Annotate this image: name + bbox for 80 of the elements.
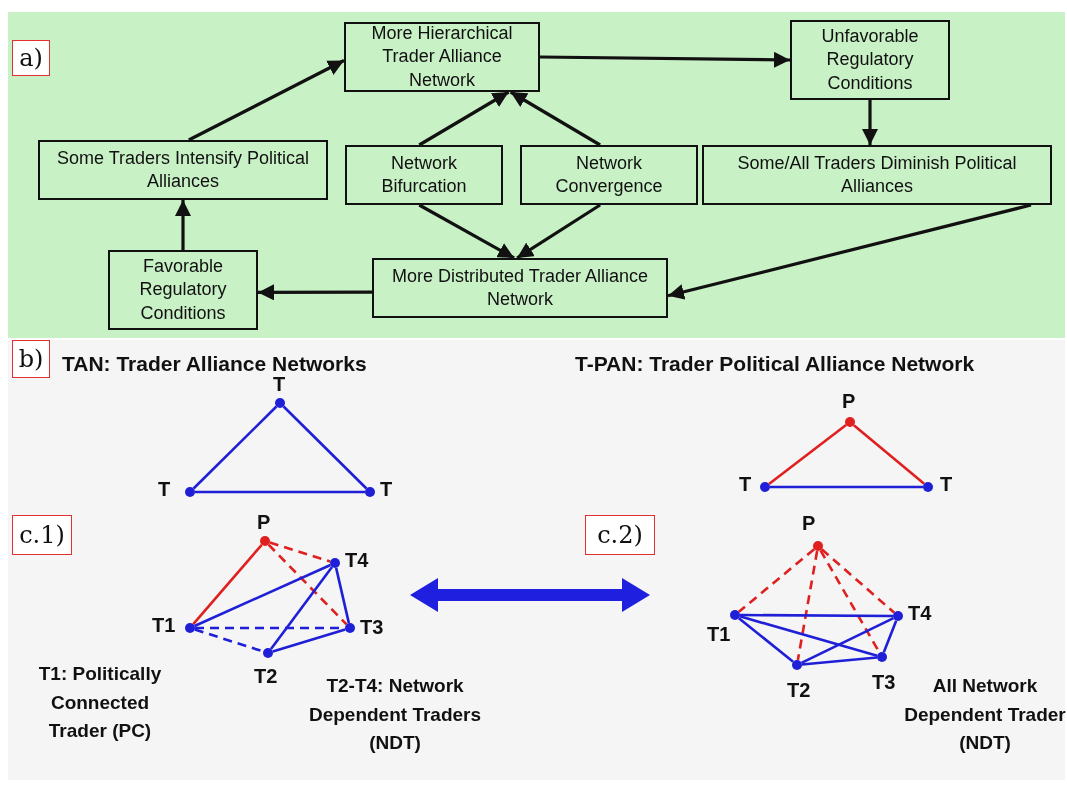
process-box: Unfavorable Regulatory Conditions: [790, 20, 950, 100]
arrow: [516, 203, 601, 260]
node-dot: [365, 487, 375, 497]
connector-line: [882, 620, 898, 653]
node-letter: T3: [872, 671, 896, 694]
node-letter: P: [842, 390, 856, 413]
arrow: [418, 90, 510, 147]
arrow: [539, 51, 791, 68]
connector-line: [195, 490, 365, 494]
panel-label: c.1): [12, 515, 72, 555]
node-dot: [792, 660, 802, 670]
node-dot: [893, 611, 903, 621]
caption-text: T1: Politically Connected Trader (PC): [37, 662, 163, 743]
node-dot: [263, 648, 273, 658]
connector-line: [740, 613, 893, 618]
panel-label: a): [12, 40, 50, 76]
connector-line: [800, 617, 895, 664]
caption-text: T2-T4: Network Dependent Traders (NDT): [307, 674, 483, 755]
arrow: [667, 203, 1032, 300]
connector-line: [739, 615, 878, 657]
node-letter: T: [739, 473, 752, 496]
arrow: [175, 200, 191, 250]
process-box: Some Traders Intensify Political Alliances: [38, 140, 328, 200]
section-heading: T-PAN: Trader Political Alliance Network: [575, 351, 976, 377]
node-letter: T: [158, 478, 171, 501]
connector-line: [192, 543, 263, 626]
node-dot: [877, 652, 887, 662]
node-dot: [185, 487, 195, 497]
connector-line: [768, 424, 847, 485]
process-box: More Hierarchical Trader Alliance Network: [344, 22, 540, 92]
node-dot: [845, 417, 855, 427]
node-letter: T4: [345, 549, 369, 572]
node-letter: T: [940, 473, 953, 496]
connector-line: [738, 617, 794, 663]
process-box: More Distributed Trader Alliance Network: [372, 258, 668, 318]
node-letter: T1: [152, 614, 176, 637]
connector-line: [269, 541, 331, 563]
process-box: Some/All Traders Diminish Political Alliances: [702, 145, 1052, 205]
node-letter: P: [257, 511, 271, 534]
node-letter: T: [380, 478, 393, 501]
arrow: [258, 284, 372, 301]
connector-line: [853, 424, 925, 485]
connector-line: [272, 628, 346, 653]
connector-line: [820, 548, 896, 614]
connector-line: [194, 628, 264, 653]
arrow: [188, 59, 345, 142]
connector-line: [267, 543, 348, 626]
node-letter: P: [802, 512, 816, 535]
connector-line: [770, 485, 923, 489]
node-dot: [730, 610, 740, 620]
node-letter: T2: [787, 679, 811, 702]
node-letter: T1: [707, 623, 731, 646]
arrow: [862, 100, 878, 145]
node-dot: [275, 398, 285, 408]
node-dot: [923, 482, 933, 492]
node-letter: T3: [360, 616, 384, 639]
connector-line: [282, 405, 368, 490]
node-letter: T4: [908, 602, 932, 625]
process-box: Network Bifurcation: [345, 145, 503, 205]
node-letter: T2: [254, 665, 278, 688]
node-dot: [330, 558, 340, 568]
arrow: [418, 203, 515, 260]
caption-text: All Network Dependent Trader (NDT): [903, 674, 1067, 755]
node-dot: [260, 536, 270, 546]
process-box: Favorable Regulatory Conditions: [108, 250, 258, 330]
connector-line: [334, 567, 351, 624]
connector-line: [192, 405, 278, 490]
connector-line: [796, 550, 819, 661]
node-dot: [345, 623, 355, 633]
connector-line: [269, 566, 334, 650]
process-box: Network Convergence: [520, 145, 698, 205]
arrow: [509, 90, 601, 147]
node-dot: [185, 623, 195, 633]
panel-label: b): [12, 340, 50, 378]
connector-line: [194, 563, 331, 628]
connector-line: [801, 656, 878, 666]
connector-line: [738, 548, 815, 613]
node-dot: [813, 541, 823, 551]
panel-label: c.2): [585, 515, 655, 555]
node-dot: [760, 482, 770, 492]
